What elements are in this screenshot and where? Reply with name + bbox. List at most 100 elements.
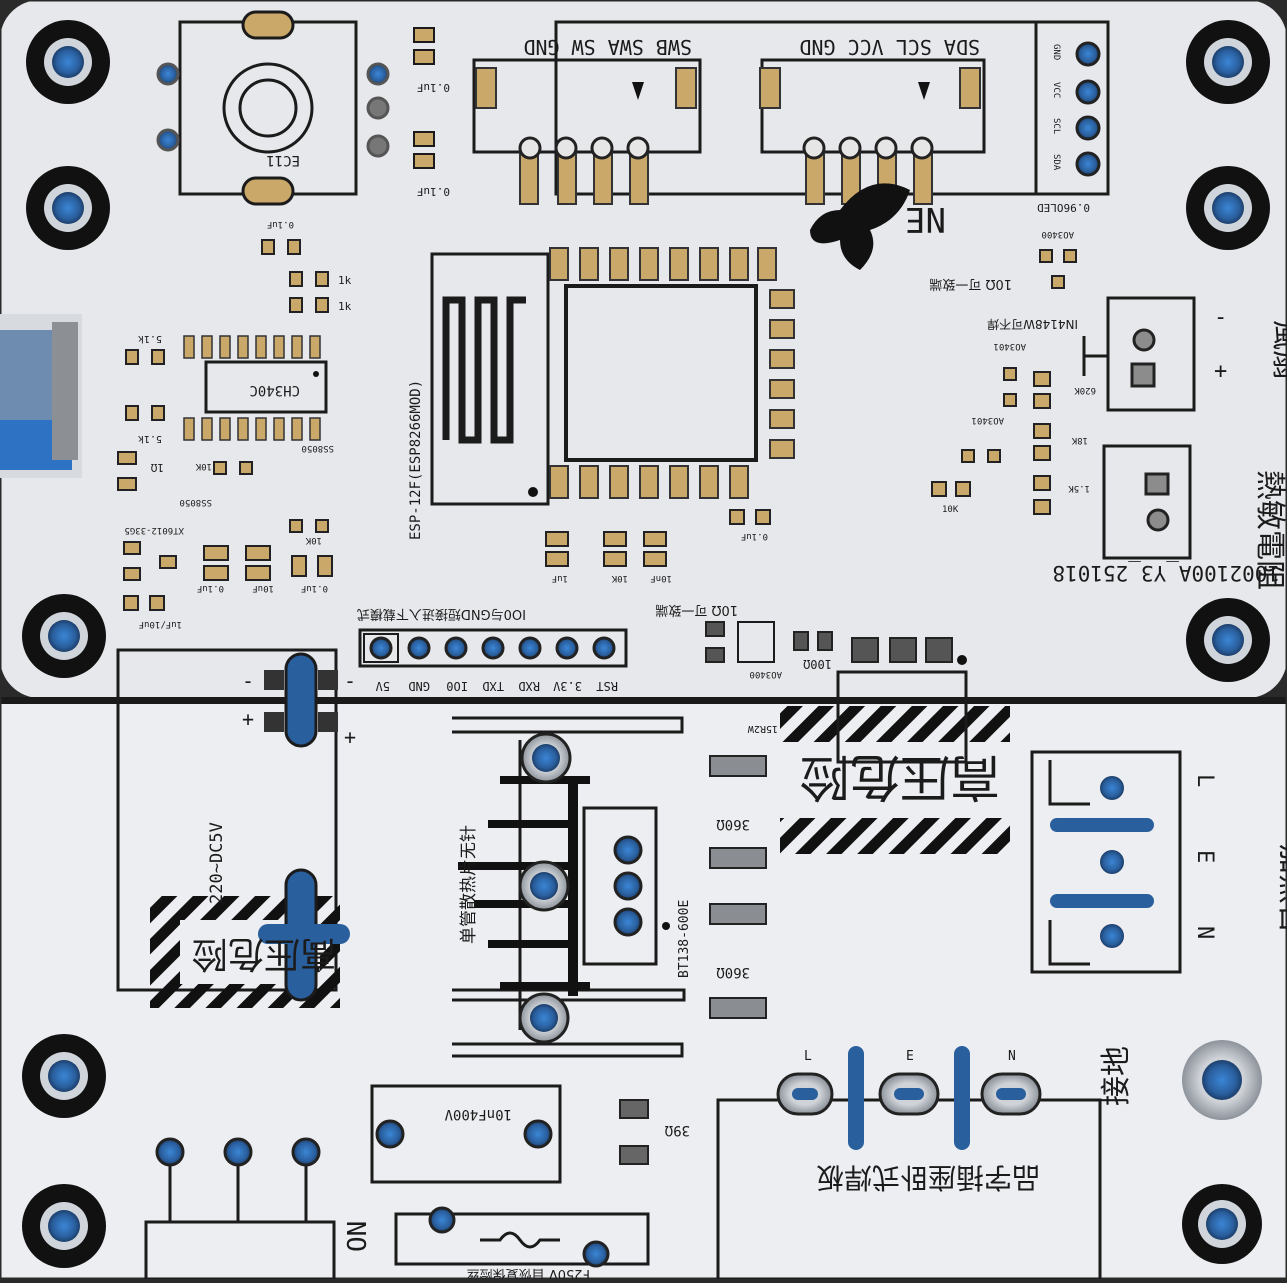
- hazard-label-b: 高压危险: [800, 748, 1000, 806]
- mounting-holes: [22, 20, 1270, 1268]
- psu-module: [116, 648, 350, 1008]
- heater-terminal: [1030, 750, 1182, 974]
- fan-label: 風扇: [1268, 320, 1287, 380]
- encoder-ec11: [156, 10, 390, 206]
- res-620k: 620K: [1074, 385, 1096, 395]
- cap-pair-top: [413, 27, 435, 169]
- oled-pin-label-3: SDA: [1051, 154, 1061, 171]
- mosfet-c-label: AO3401: [993, 341, 1026, 351]
- mosfet-b-label: AO3400: [1041, 229, 1074, 239]
- cap-1uF-10uF: 1uF/10uF: [139, 619, 182, 629]
- thermistor-connector: [1102, 444, 1192, 560]
- ch340c-ic: [183, 335, 328, 441]
- oled-header-outline: [472, 20, 1110, 196]
- oled-pin-holes: [1075, 41, 1101, 177]
- res-100: 100Ω: [803, 657, 832, 671]
- res-39-label: 39Ω: [665, 1122, 690, 1138]
- cap-label-a: 0.1uF: [417, 81, 450, 94]
- heater-label: 加熱台: [1274, 844, 1287, 934]
- socket-pin-e: E: [906, 1049, 914, 1064]
- ac-socket: [716, 1046, 1102, 1281]
- switch-label: ON: [343, 1221, 373, 1252]
- header-pin-1: GND: [408, 679, 430, 693]
- psu-minus: -: [242, 669, 254, 693]
- res-1k-b: 1k: [338, 300, 352, 313]
- heater-pin-l: L: [1192, 774, 1217, 787]
- regulator-label: XT6012-33G5: [124, 525, 184, 535]
- heatsink-holes: [518, 732, 670, 1044]
- header-pin-0: 5V: [376, 679, 390, 693]
- board-id: 1002100A_Y3_251018: [1052, 561, 1280, 585]
- mosfet-a-outline: [737, 621, 775, 663]
- res-10k-d: 10K: [942, 505, 959, 515]
- esp-module-label: ESP-12F(ESP8266MOD): [408, 380, 424, 540]
- transistor-label-a: SS8050: [301, 443, 334, 453]
- fan-plus: +: [1214, 359, 1227, 384]
- res-1r: 1Ω: [150, 461, 164, 474]
- res-360-a: 360Ω: [716, 816, 750, 832]
- triac-label: BT138-600E: [677, 900, 692, 978]
- res-1-5k: 1.5K: [1068, 483, 1090, 493]
- x2-capacitor: [370, 1084, 562, 1184]
- passive-pads-left: [117, 239, 771, 611]
- pin1-marker-a: [632, 82, 644, 100]
- cap-label-b: 0.1uF: [417, 185, 450, 198]
- usb-c-connector: [0, 314, 82, 478]
- header-pin-labels: 5V GND IO0 TXD RXD 3.3V RST: [376, 679, 618, 693]
- cap-label-c: 0.1uF: [267, 219, 294, 229]
- socket-pin-n: N: [1008, 1049, 1016, 1064]
- diode-outline: [1082, 296, 1196, 412]
- oled-pin-label-2: SCL: [1051, 118, 1061, 134]
- res-5-1k-b: 5.1k: [138, 433, 162, 444]
- header-pin-5: 3.3V: [553, 679, 582, 693]
- hazard-label-a: 高压危险: [192, 933, 336, 974]
- transistor-label-b: SS8050: [179, 497, 212, 507]
- snubber-resistors: [709, 755, 767, 1019]
- psu-label: 220~DC5V: [207, 822, 227, 904]
- res-39-pads: [619, 1099, 649, 1165]
- ch340c-label: CH340C: [249, 382, 300, 398]
- oled-label: 0.96OLED: [1037, 201, 1090, 214]
- sw-header-label: SWB SWA SW GND: [523, 35, 692, 59]
- header-pin-6: RST: [596, 679, 618, 693]
- res-10k-b: 10K: [305, 535, 322, 545]
- mosfet-b: [1039, 249, 1077, 289]
- res-360-b: 360Ω: [716, 964, 750, 980]
- res-1k-a: 1k: [338, 274, 352, 287]
- right-passives: [931, 367, 1051, 515]
- hazard-block-b: [780, 670, 1010, 854]
- psu-plus-b: +: [344, 725, 356, 749]
- brand-mark-text: NE: [905, 199, 946, 239]
- fan-minus: -: [1214, 305, 1227, 330]
- heater-pin-n: N: [1192, 926, 1217, 939]
- thermistor-label: 熱敏電阻: [1252, 470, 1287, 590]
- cap-label-d: 0.1uF: [197, 583, 224, 593]
- socket-pin-l: L: [804, 1049, 812, 1064]
- pin1-marker-b: [918, 82, 930, 100]
- header-note: IO0与GND短接进入下载模式: [357, 606, 526, 622]
- oled-pin-label-0: GND: [1051, 44, 1061, 60]
- diode-note: IN4148W可不焊: [987, 317, 1078, 332]
- fan-connector: [1130, 328, 1156, 388]
- heater-pin-e: E: [1192, 850, 1217, 863]
- res-10k-c: 10K: [611, 573, 628, 583]
- res-5-1k-a: 5.1k: [138, 333, 162, 344]
- res-10-note-bottom: 10Ω 可一致端: [655, 602, 738, 617]
- ground-label: 接地: [1099, 1046, 1134, 1106]
- fuse-label: F250V 自恢复保险丝: [467, 1266, 590, 1279]
- header-pins-top: [518, 136, 934, 160]
- oled-header-label: SDA SCL VCC GND: [799, 35, 980, 59]
- triac-note: 单管散热片无针: [459, 825, 479, 944]
- cap-label-e: 0.1uF: [301, 583, 328, 593]
- power-mosfet-pads: [705, 621, 953, 663]
- panel-split-line: [0, 697, 1287, 704]
- cap-10nF: 10nF: [650, 573, 672, 583]
- header-pin-2: IO0: [446, 679, 468, 693]
- cap-10uF: 10uF: [252, 583, 274, 593]
- program-header: [358, 628, 628, 668]
- header-pin-4: RXD: [518, 679, 540, 693]
- esp-module: [430, 252, 758, 506]
- res-18k: 18K: [1071, 435, 1088, 445]
